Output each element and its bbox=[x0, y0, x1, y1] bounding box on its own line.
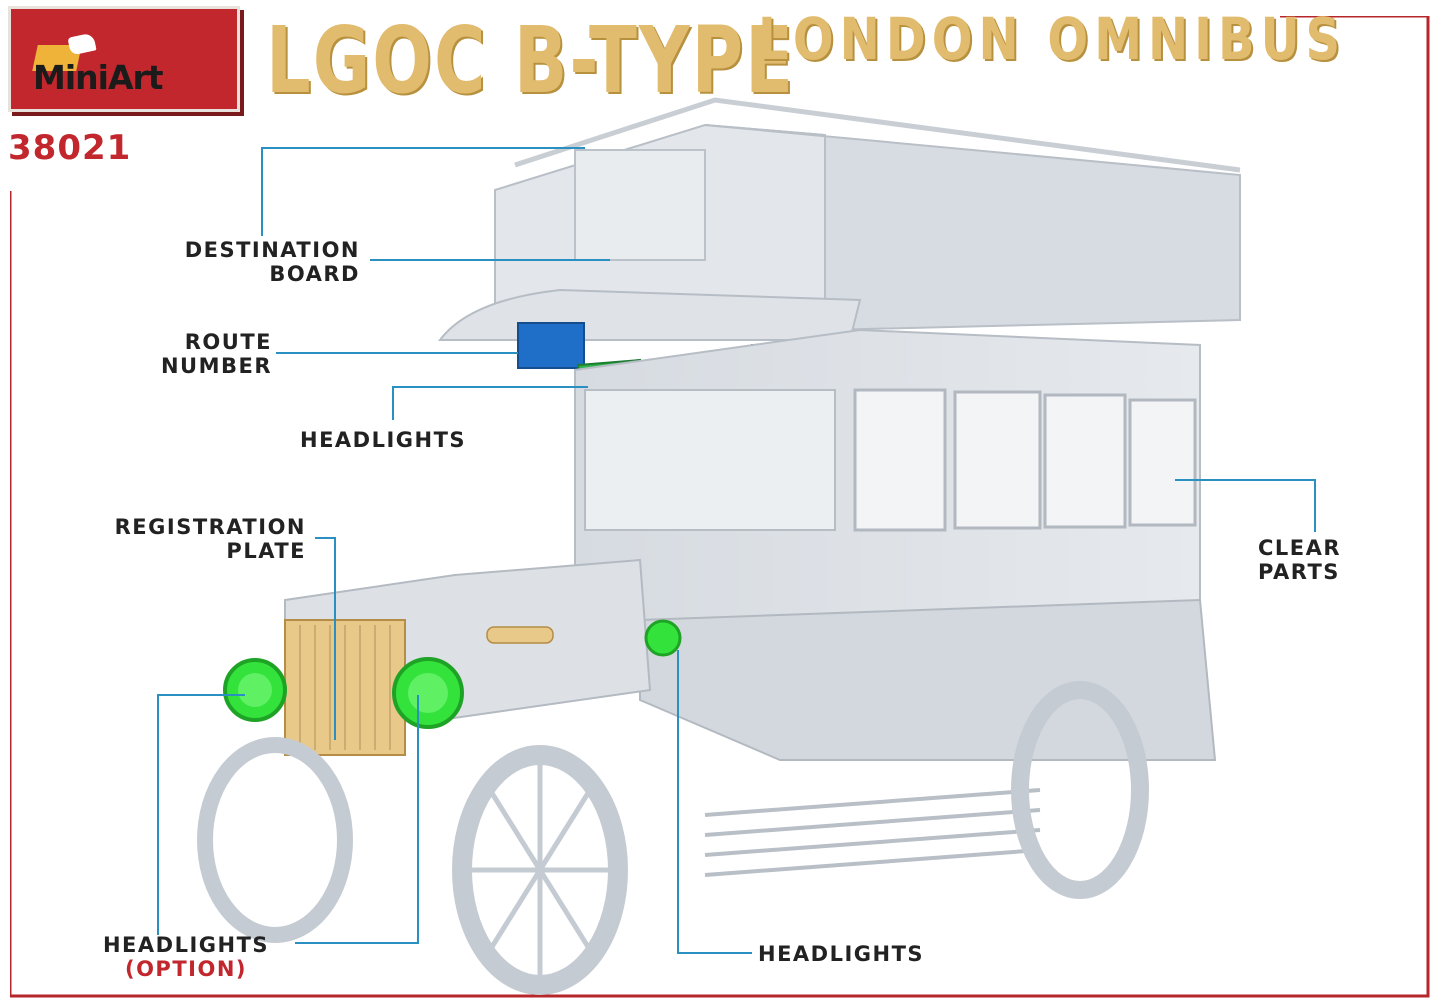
callout-clear-parts: CLEAR PARTS bbox=[1258, 536, 1341, 584]
line-headlights-lower bbox=[677, 650, 752, 954]
page-title: LGOC B-TYPE bbox=[266, 8, 796, 115]
callout-registration-plate-line2: PLATE bbox=[226, 539, 306, 563]
callout-registration-plate: REGISTRATION PLATE bbox=[78, 515, 306, 563]
callout-headlights-option: HEADLIGHTS (OPTION) bbox=[86, 933, 286, 981]
callout-route-number-line1: ROUTE bbox=[184, 330, 272, 354]
upper-deck-side bbox=[704, 124, 1241, 332]
callout-clear-parts-line1: CLEAR bbox=[1258, 536, 1342, 560]
callout-headlights-option-line1: HEADLIGHTS bbox=[102, 933, 270, 957]
miniart-logo: MiniArt bbox=[8, 6, 240, 112]
line-registration-plate bbox=[315, 537, 336, 740]
line-headlights-option-b bbox=[295, 695, 419, 944]
front-wheel-right bbox=[452, 745, 628, 995]
side-lamp bbox=[644, 619, 682, 657]
line-clear-parts bbox=[1175, 479, 1316, 532]
callout-headlights-lower: HEADLIGHTS bbox=[758, 942, 925, 966]
callout-destination-board: DESTINATION BOARD bbox=[148, 238, 360, 286]
hood-plate bbox=[486, 626, 554, 644]
route-number-box bbox=[517, 322, 585, 369]
front-wheel-left bbox=[197, 737, 353, 943]
destination-board-panel bbox=[574, 149, 706, 261]
footboards bbox=[704, 788, 1041, 877]
logo-flag-white bbox=[67, 32, 97, 56]
roof-rail bbox=[514, 97, 1241, 173]
line-headlights-option-a bbox=[157, 694, 245, 935]
callout-route-number: ROUTE NUMBER bbox=[120, 330, 272, 378]
callout-destination-board-line1: DESTINATION bbox=[184, 238, 360, 262]
callout-clear-parts-line2: PARTS bbox=[1258, 560, 1340, 584]
line-destination-board bbox=[261, 147, 585, 236]
rear-wheel bbox=[1011, 681, 1149, 899]
line-headlights-upper bbox=[392, 386, 588, 420]
page-subtitle: LONDON OMNIBUS bbox=[758, 6, 1347, 74]
callout-registration-plate-line1: REGISTRATION bbox=[114, 515, 306, 539]
logo-text: MiniArt bbox=[33, 58, 164, 97]
catalog-number: 38021 bbox=[8, 128, 132, 168]
callout-headlights-option-line2: (OPTION) bbox=[124, 957, 247, 981]
callout-destination-board-line2: BOARD bbox=[269, 262, 360, 286]
callout-headlights-upper: HEADLIGHTS bbox=[300, 428, 467, 452]
side-windows bbox=[853, 388, 1197, 532]
callout-route-number-line2: NUMBER bbox=[160, 354, 272, 378]
